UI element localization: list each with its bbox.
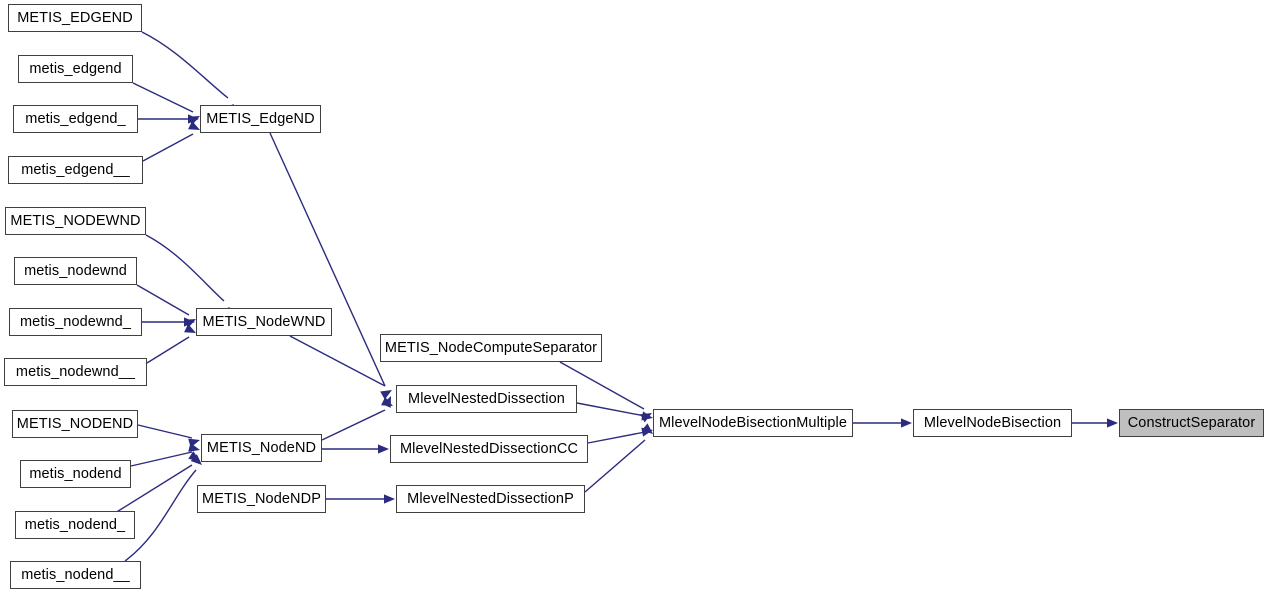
- graph-node-metis-nodewnd[interactable]: metis_nodewnd__: [4, 358, 147, 386]
- graph-node-metis-edgend[interactable]: metis_edgend: [18, 55, 133, 83]
- edge-line: [137, 424, 193, 439]
- graph-node-metis-nodecomputeseparator[interactable]: METIS_NodeComputeSeparator: [380, 334, 602, 362]
- edge-arrowhead: [188, 438, 200, 448]
- edge-arrowhead: [184, 317, 195, 327]
- graph-node-metis-nodend[interactable]: METIS_NodeND: [201, 434, 322, 462]
- edge-line: [289, 335, 386, 387]
- edge-line: [132, 82, 194, 113]
- edge-arrowhead: [641, 411, 653, 421]
- graph-node-metis-nodend[interactable]: METIS_NODEND: [12, 410, 138, 438]
- graph-node-metis-edgend[interactable]: METIS_EDGEND: [8, 4, 142, 32]
- graph-node-mlevelnodebisection[interactable]: MlevelNodeBisection: [913, 409, 1072, 437]
- edge-arrowhead: [188, 114, 199, 124]
- edge-arrowhead: [641, 427, 653, 437]
- graph-node-constructseparator[interactable]: ConstructSeparator: [1119, 409, 1264, 437]
- edge-arrowhead: [380, 390, 392, 400]
- graph-node-metis-nodewnd[interactable]: METIS_NodeWND: [196, 308, 332, 336]
- graph-node-metis-nodend[interactable]: metis_nodend: [20, 460, 131, 488]
- edge-line: [130, 451, 193, 467]
- edge-line: [146, 336, 190, 364]
- edge-line: [141, 31, 229, 99]
- edge-arrowhead: [384, 494, 395, 504]
- edge-arrowhead: [378, 444, 389, 454]
- edge-line: [136, 284, 190, 316]
- graph-node-mlevelnesteddissectioncc[interactable]: MlevelNestedDissectionCC: [390, 435, 588, 463]
- graph-node-metis-edgend[interactable]: metis_edgend__: [8, 156, 143, 184]
- graph-node-mlevelnesteddissectionp[interactable]: MlevelNestedDissectionP: [396, 485, 585, 513]
- graph-node-metis-nodewnd[interactable]: METIS_NODEWND: [5, 207, 146, 235]
- edge-line: [145, 234, 225, 302]
- graph-node-metis-nodend[interactable]: metis_nodend_: [15, 511, 135, 539]
- edge-line: [584, 439, 646, 493]
- edge-line: [576, 402, 646, 417]
- graph-node-mlevelnodebisectionmultiple[interactable]: MlevelNodeBisectionMultiple: [653, 409, 853, 437]
- edge-arrowhead: [1107, 418, 1118, 428]
- graph-node-mlevelnesteddissection[interactable]: MlevelNestedDissection: [396, 385, 577, 413]
- edge-line: [321, 409, 386, 441]
- edge-arrowhead: [382, 396, 391, 408]
- graph-node-metis-nodend[interactable]: metis_nodend__: [10, 561, 141, 589]
- graph-node-metis-nodewnd[interactable]: metis_nodewnd: [14, 257, 137, 285]
- graph-node-metis-edgend[interactable]: metis_edgend_: [13, 105, 138, 133]
- edge-arrowhead: [901, 418, 912, 428]
- edge-line: [142, 133, 194, 162]
- graph-node-metis-nodendp[interactable]: METIS_NodeNDP: [197, 485, 326, 513]
- graph-node-metis-edgend[interactable]: METIS_EdgeND: [200, 105, 321, 133]
- edge-line: [124, 469, 197, 562]
- edge-line: [269, 132, 386, 387]
- edge-line: [587, 431, 646, 444]
- graph-node-metis-nodewnd[interactable]: metis_nodewnd_: [9, 308, 142, 336]
- edge-arrowhead: [188, 442, 200, 452]
- edge-arrowhead: [381, 397, 393, 406]
